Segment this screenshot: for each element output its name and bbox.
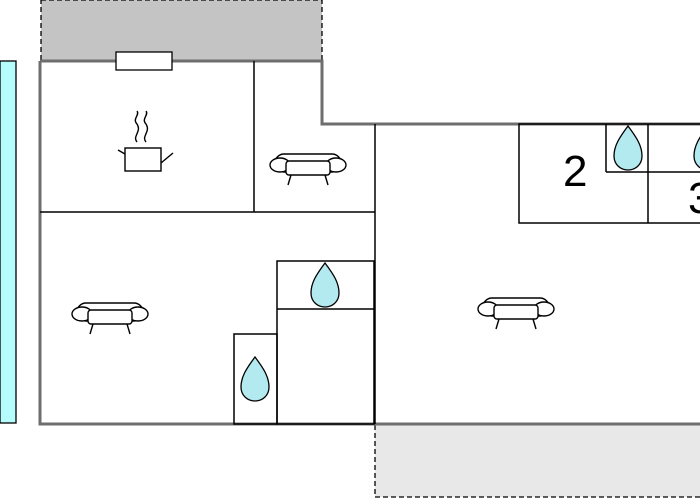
room-label-2: 2 — [563, 147, 587, 196]
room-label-3: 3 — [688, 174, 700, 223]
sofa-icon — [269, 153, 347, 186]
water-drop-icon — [693, 125, 700, 171]
water-drop-icon — [613, 125, 643, 171]
water-drop-icon — [240, 356, 270, 402]
water-drop-icon — [310, 262, 340, 308]
terrace-top — [40, 0, 323, 62]
terrace-bottom — [374, 423, 700, 498]
pool — [0, 60, 17, 424]
outer-wall — [38, 59, 700, 426]
interior-walls — [40, 61, 700, 425]
kitchen-pot-icon — [117, 110, 174, 172]
window — [115, 51, 173, 71]
sofa-icon — [477, 297, 555, 330]
sofa-icon — [71, 302, 149, 335]
